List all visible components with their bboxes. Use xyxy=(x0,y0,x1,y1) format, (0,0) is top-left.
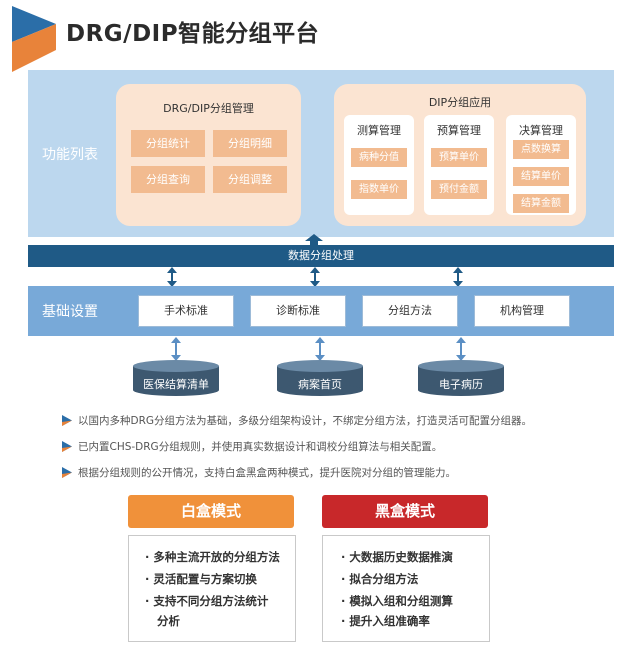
bullet-arrow-icon xyxy=(62,467,72,478)
dip-item-settle-price[interactable]: 结算单价 xyxy=(513,167,569,186)
white-mode-item: · 灵活配置与方案切换 xyxy=(145,572,257,586)
double-arrow-icon xyxy=(453,267,463,287)
white-mode-item: · 多种主流开放的分组方法 xyxy=(145,550,280,564)
database-label-emr: 电子病历 xyxy=(439,378,483,391)
dip-item-prepay[interactable]: 预付金额 xyxy=(431,180,487,199)
database-label-settlement: 医保结算清单 xyxy=(143,378,209,391)
black-mode-item: · 拟合分组方法 xyxy=(341,572,419,586)
double-arrow-icon xyxy=(315,337,325,361)
logo-icon xyxy=(12,6,56,72)
black-box-mode-header: 黑盒模式 xyxy=(322,495,488,528)
database-icon xyxy=(418,360,504,396)
dip-col-budget-title: 预算管理 xyxy=(437,124,481,137)
white-box-mode-header: 白盒模式 xyxy=(128,495,294,528)
dip-item-point-convert[interactable]: 点数换算 xyxy=(513,140,569,159)
bullet-arrow-icon xyxy=(62,441,72,452)
bullet-text-1: 以国内多种DRG分组方法为基础，多级分组架构设计，不绑定分组方法，打造灵活可配置… xyxy=(78,415,533,427)
dip-col-measure-title: 测算管理 xyxy=(357,124,401,137)
page-title: DRG/DIP智能分组平台 xyxy=(66,21,320,47)
dip-group-title: DIP分组应用 xyxy=(428,96,492,109)
drg-item-adjust[interactable]: 分组调整 xyxy=(213,166,287,193)
bullet-text-2: 已内置CHS-DRG分组规则，并使用真实数据设计和调校分组算法与相关配置。 xyxy=(78,441,443,453)
dip-item-settle-amount[interactable]: 结算金额 xyxy=(513,194,569,213)
dip-item-budget-price[interactable]: 预算单价 xyxy=(431,148,487,167)
database-label-medical-record: 病案首页 xyxy=(298,378,342,391)
database-icon xyxy=(133,360,219,396)
base-item-surgery-standard[interactable]: 手术标准 xyxy=(138,295,234,327)
drg-group-title: DRG/DIP分组管理 xyxy=(163,102,254,115)
black-box-mode-card xyxy=(322,535,490,642)
base-item-group-method[interactable]: 分组方法 xyxy=(362,295,458,327)
bullet-arrow-icon xyxy=(62,415,72,426)
dip-item-disease-score[interactable]: 病种分值 xyxy=(351,148,407,167)
dip-col-settle-title: 决算管理 xyxy=(519,124,563,137)
double-arrow-icon xyxy=(167,267,177,287)
data-processing-bar: 数据分组处理 xyxy=(28,245,614,267)
base-settings-label: 基础设置 xyxy=(42,304,98,320)
white-mode-item-cont: 分析 xyxy=(157,614,180,628)
drg-item-stats[interactable]: 分组统计 xyxy=(131,130,205,157)
dip-item-index-price[interactable]: 指数单价 xyxy=(351,180,407,199)
function-list-label: 功能列表 xyxy=(42,147,98,163)
base-item-diagnosis-standard[interactable]: 诊断标准 xyxy=(250,295,346,327)
base-item-org-management[interactable]: 机构管理 xyxy=(474,295,570,327)
drg-item-query[interactable]: 分组查询 xyxy=(131,166,205,193)
double-arrow-icon xyxy=(310,267,320,287)
black-mode-item: · 大数据历史数据推演 xyxy=(341,550,453,564)
double-arrow-icon xyxy=(456,337,466,361)
bullet-text-3: 根据分组规则的公开情况，支持白盒黑盒两种模式，提升医院对分组的管理能力。 xyxy=(78,467,456,479)
drg-item-detail[interactable]: 分组明细 xyxy=(213,130,287,157)
white-box-mode-card xyxy=(128,535,296,642)
white-mode-item: · 支持不同分组方法统计 xyxy=(145,594,269,608)
database-icon xyxy=(277,360,363,396)
double-arrow-icon xyxy=(171,337,181,361)
up-arrow-icon xyxy=(305,234,323,246)
black-mode-item: · 提升入组准确率 xyxy=(341,614,430,628)
black-mode-item: · 模拟入组和分组测算 xyxy=(341,594,453,608)
